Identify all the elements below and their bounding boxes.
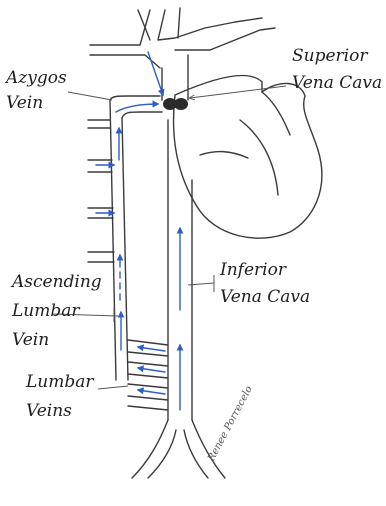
label-ascending-lumbar-vein-line-3: Vein <box>12 330 102 351</box>
lumbar-veins <box>128 340 168 410</box>
label-superior-vena-cava-line-2: Vena Cava <box>292 73 382 94</box>
ascending-lumbar-flow <box>120 255 121 350</box>
label-azygos-vein: Azygos Vein <box>6 68 67 114</box>
label-superior-vena-cava-line-1: Superior <box>292 46 382 67</box>
label-superior-vena-cava: Superior Vena Cava <box>292 46 382 94</box>
label-lumbar-veins-line-1: Lumbar <box>26 372 94 393</box>
label-azygos-vein-line-2: Vein <box>6 93 67 114</box>
label-azygos-vein-line-1: Azygos <box>6 68 67 89</box>
svc-junction <box>148 52 188 110</box>
label-ascending-lumbar-vein: Ascending Lumbar Vein <box>12 272 102 351</box>
brachiocephalic-veins <box>90 8 275 100</box>
label-inferior-vena-cava-line-2: Vena Cava <box>220 287 310 308</box>
inferior-vena-cava <box>168 120 192 420</box>
intercostal-veins <box>88 120 114 262</box>
label-inferior-vena-cava: Inferior Vena Cava <box>220 260 310 308</box>
heart <box>174 76 322 239</box>
label-inferior-vena-cava-line-1: Inferior <box>220 260 310 281</box>
label-ascending-lumbar-vein-line-2: Lumbar <box>12 301 102 322</box>
label-ascending-lumbar-vein-line-1: Ascending <box>12 272 102 293</box>
label-lumbar-veins: Lumbar Veins <box>26 372 94 422</box>
azygos-vein <box>110 96 162 380</box>
label-lumbar-veins-line-2: Veins <box>26 401 94 422</box>
